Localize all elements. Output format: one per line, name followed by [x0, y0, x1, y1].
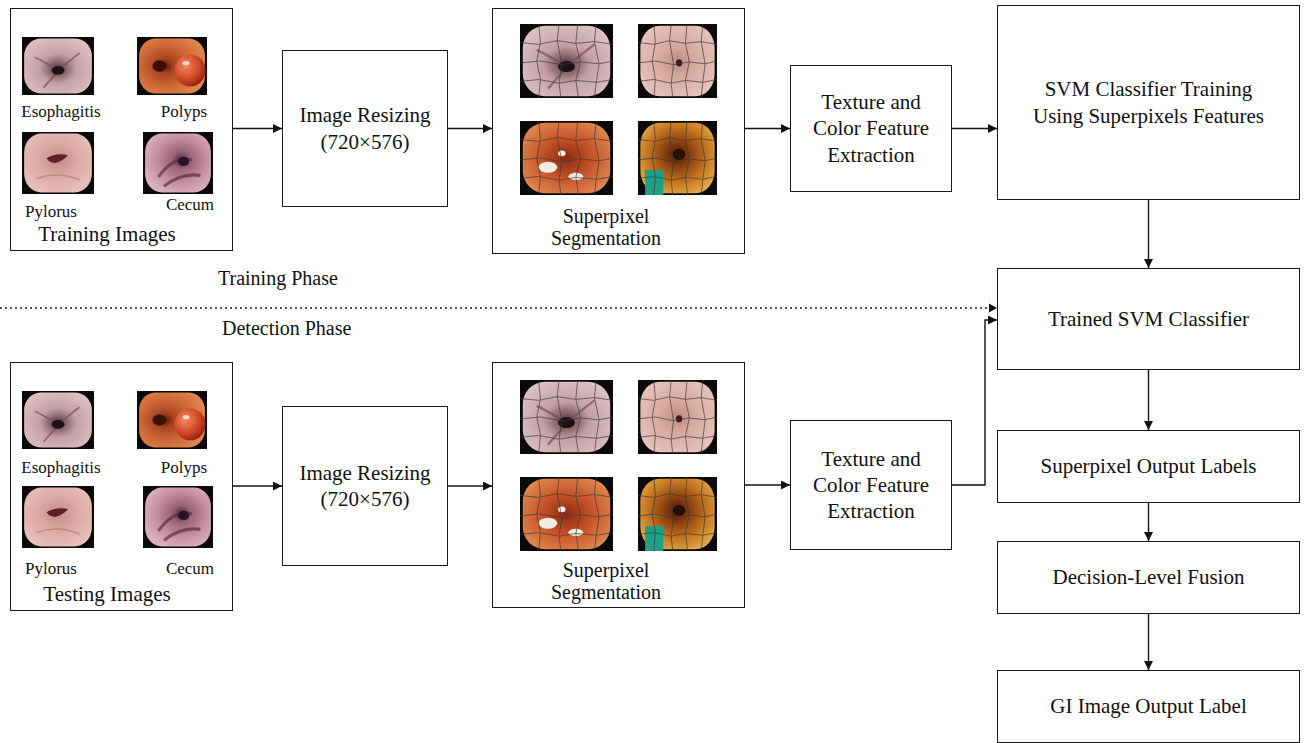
flow-arrow	[448, 128, 492, 129]
process-box: Texture and Color Feature Extraction	[790, 420, 952, 550]
caption-slot: Polyps	[144, 459, 224, 478]
process-box: Trained SVM Classifier	[997, 268, 1300, 370]
process-box: Superpixel Output Labels	[997, 430, 1300, 503]
process-box: Decision-Level Fusion	[997, 541, 1300, 614]
box-label: Texture and Color Feature Extraction	[801, 446, 941, 525]
flow-arrow	[233, 128, 282, 129]
image-caption: Cecum	[150, 560, 230, 579]
image-caption: Esophagitis	[11, 459, 111, 478]
image-caption: Polyps	[144, 103, 224, 122]
superpixel-grid	[520, 380, 613, 454]
flow-arrow	[1148, 503, 1149, 541]
image-panel: Superpixel Segmentation	[492, 8, 745, 254]
flow-arrow	[233, 485, 282, 486]
superpixel-grid	[638, 380, 717, 454]
panel-title: Superpixel Segmentation	[531, 559, 681, 603]
caption-slot: Esophagitis	[11, 459, 111, 478]
caption-slot: Cecum	[150, 560, 230, 579]
endoscopy-image	[22, 486, 94, 548]
phase-label: Detection Phase	[222, 316, 351, 341]
endoscopy-image	[137, 391, 207, 449]
endoscopy-image	[22, 132, 94, 194]
image-panel: Esophagitis PolypsPylorus CecumTesting Ima…	[10, 362, 233, 611]
phase-separator	[0, 307, 989, 308]
superpixel-image	[520, 24, 613, 98]
process-box: SVM Classifier Training Using Superpixel…	[997, 5, 1300, 200]
caption-slot: Testing Images	[12, 583, 202, 606]
superpixel-grid	[520, 477, 613, 551]
flow-arrow	[952, 128, 997, 129]
box-label: Decision-Level Fusion	[1053, 564, 1245, 590]
flow-arrow	[952, 320, 997, 485]
phase-label: Training Phase	[218, 266, 338, 291]
process-box: Image Resizing (720×576)	[282, 50, 448, 207]
image-panel: Esophagitis PolypsPylorus CecumTraining Im…	[10, 8, 233, 251]
box-label: Image Resizing (720×576)	[293, 460, 437, 513]
label-slot: Training Phase	[218, 266, 338, 291]
box-label: Trained SVM Classifier	[1048, 306, 1249, 332]
caption-slot: Training Images	[12, 223, 202, 246]
superpixel-grid	[520, 24, 613, 98]
flow-arrow	[1148, 200, 1149, 268]
superpixel-grid	[520, 121, 613, 195]
box-label: SVM Classifier Training Using Superpixel…	[1024, 76, 1274, 129]
superpixel-image	[520, 477, 613, 551]
endoscopy-image	[22, 37, 94, 95]
flow-arrow	[745, 484, 790, 485]
endoscopy-image	[143, 486, 213, 548]
caption-slot: Cecum	[150, 196, 230, 215]
separator-arrowhead	[989, 304, 997, 313]
endoscopy-image	[137, 37, 207, 95]
box-label: Image Resizing (720×576)	[293, 102, 437, 155]
endoscopy-image	[143, 132, 213, 194]
caption-slot: Superpixel Segmentation	[531, 559, 681, 603]
superpixel-image	[520, 121, 613, 195]
caption-slot: Pylorus	[11, 560, 91, 579]
flow-arrow	[745, 128, 790, 129]
flow-arrow	[448, 485, 492, 486]
endoscopy-image	[22, 391, 94, 449]
superpixel-grid	[638, 477, 717, 551]
image-caption: Polyps	[144, 459, 224, 478]
flow-arrow	[1148, 614, 1149, 670]
superpixel-image	[638, 380, 717, 454]
panel-title: Superpixel Segmentation	[531, 205, 681, 249]
superpixel-image	[638, 477, 717, 551]
superpixel-grid	[638, 121, 717, 195]
caption-slot: Esophagitis	[11, 103, 111, 122]
process-box: GI Image Output Label	[997, 670, 1300, 743]
box-label: Superpixel Output Labels	[1041, 453, 1257, 479]
caption-slot: Pylorus	[11, 203, 91, 222]
process-box: Image Resizing (720×576)	[282, 406, 448, 566]
image-caption: Pylorus	[11, 560, 91, 579]
image-caption: Pylorus	[11, 203, 91, 222]
box-label: Texture and Color Feature Extraction	[801, 89, 941, 168]
superpixel-image	[638, 121, 717, 195]
caption-slot: Superpixel Segmentation	[531, 205, 681, 249]
label-slot: Detection Phase	[222, 316, 351, 341]
flow-arrow	[1148, 370, 1149, 430]
box-label: GI Image Output Label	[1050, 693, 1247, 719]
caption-slot: Polyps	[144, 103, 224, 122]
superpixel-image	[520, 380, 613, 454]
image-caption: Cecum	[150, 196, 230, 215]
superpixel-image	[638, 24, 717, 98]
set-title: Training Images	[12, 223, 202, 246]
process-box: Texture and Color Feature Extraction	[790, 65, 952, 192]
superpixel-grid	[638, 24, 717, 98]
image-panel: Superpixel Segmentation	[492, 362, 745, 608]
set-title: Testing Images	[12, 583, 202, 606]
image-caption: Esophagitis	[11, 103, 111, 122]
